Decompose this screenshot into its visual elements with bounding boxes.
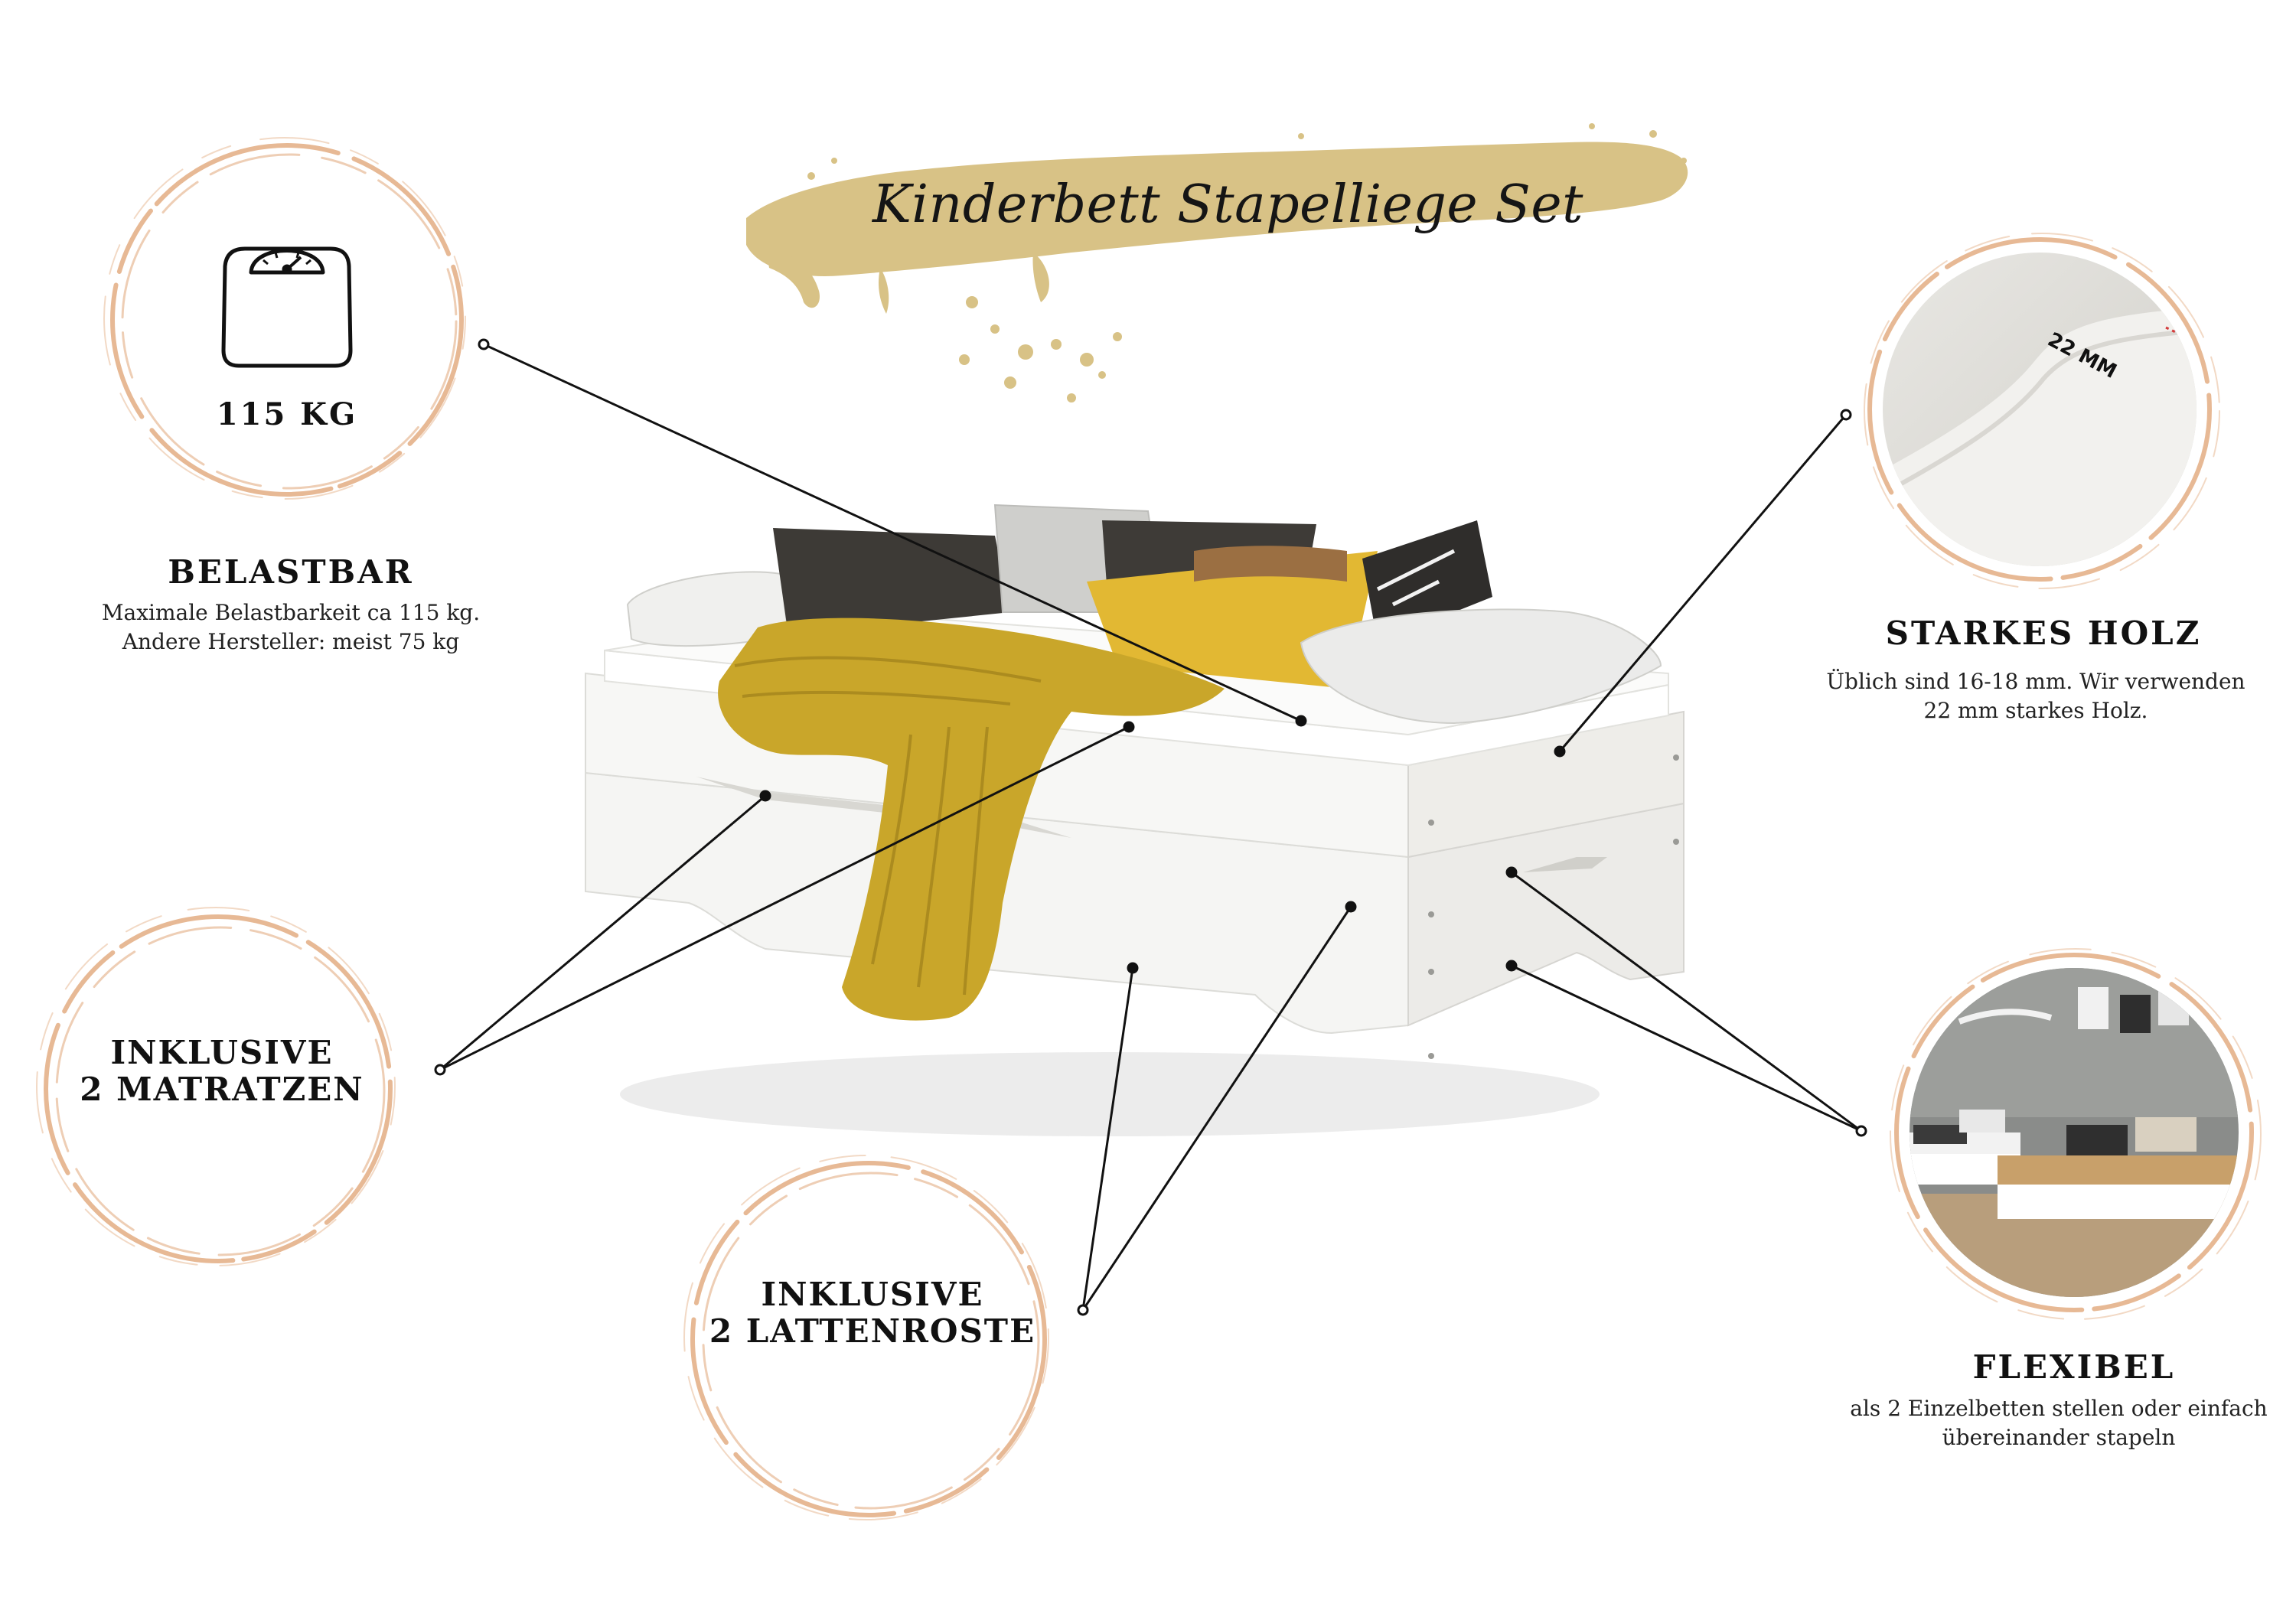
holz-desc-line-1: Üblich sind 16-18 mm. Wir verwenden: [1826, 669, 2245, 694]
callout-lines: [434, 338, 1867, 1316]
scale-icon: [221, 246, 353, 368]
lattenroste-line-1: INKLUSIVE: [761, 1276, 984, 1313]
flexibel-desc-line-1: als 2 Einzelbetten stellen oder einfach: [1850, 1396, 2268, 1421]
holz-description: Üblich sind 16-18 mm. Wir verwenden 22 m…: [1791, 667, 2281, 725]
ring-flexibel: [1890, 948, 2262, 1320]
title-brush-stroke: [746, 123, 1688, 402]
stacking-bed-illustration: [585, 504, 1684, 1136]
flexibel-room-photo: [1910, 968, 2239, 1297]
belastbar-desc-line-1: Maximale Belastbarkeit ca 115 kg.: [101, 600, 481, 625]
belastbar-value: 115 KG: [216, 396, 358, 432]
holz-detail-photo: [1883, 253, 2197, 566]
holz-desc-line-2: 22 mm starkes Holz.: [1923, 698, 2148, 723]
lattenroste-line-2: 2 LATTENROSTE: [709, 1312, 1036, 1350]
belastbar-desc-line-2: Andere Hersteller: meist 75 kg: [122, 629, 460, 654]
ring-holz: [1864, 233, 2220, 589]
flexibel-description: als 2 Einzelbetten stellen oder einfach …: [1821, 1394, 2296, 1452]
flexibel-desc-line-2: übereinander stapeln: [1942, 1425, 2176, 1450]
ring-lattenroste: [683, 1155, 1049, 1520]
matratzen-line-2: 2 MATRATZEN: [80, 1071, 364, 1108]
holz-heading: STARKES HOLZ: [1885, 614, 2202, 652]
ring-matratzen: [36, 907, 396, 1266]
page-title: Kinderbett Stapelliege Set: [872, 174, 1583, 235]
ring-belastbar: [103, 137, 466, 500]
belastbar-heading: BELASTBAR: [168, 553, 414, 591]
lattenroste-label: INKLUSIVE 2 LATTENROSTE: [696, 1276, 1049, 1350]
belastbar-description: Maximale Belastbarkeit ca 115 kg. Andere…: [54, 598, 528, 657]
flexibel-heading: FLEXIBEL: [1972, 1348, 2176, 1386]
matratzen-label: INKLUSIVE 2 MATRATZEN: [61, 1035, 383, 1108]
matratzen-line-1: INKLUSIVE: [110, 1034, 334, 1071]
